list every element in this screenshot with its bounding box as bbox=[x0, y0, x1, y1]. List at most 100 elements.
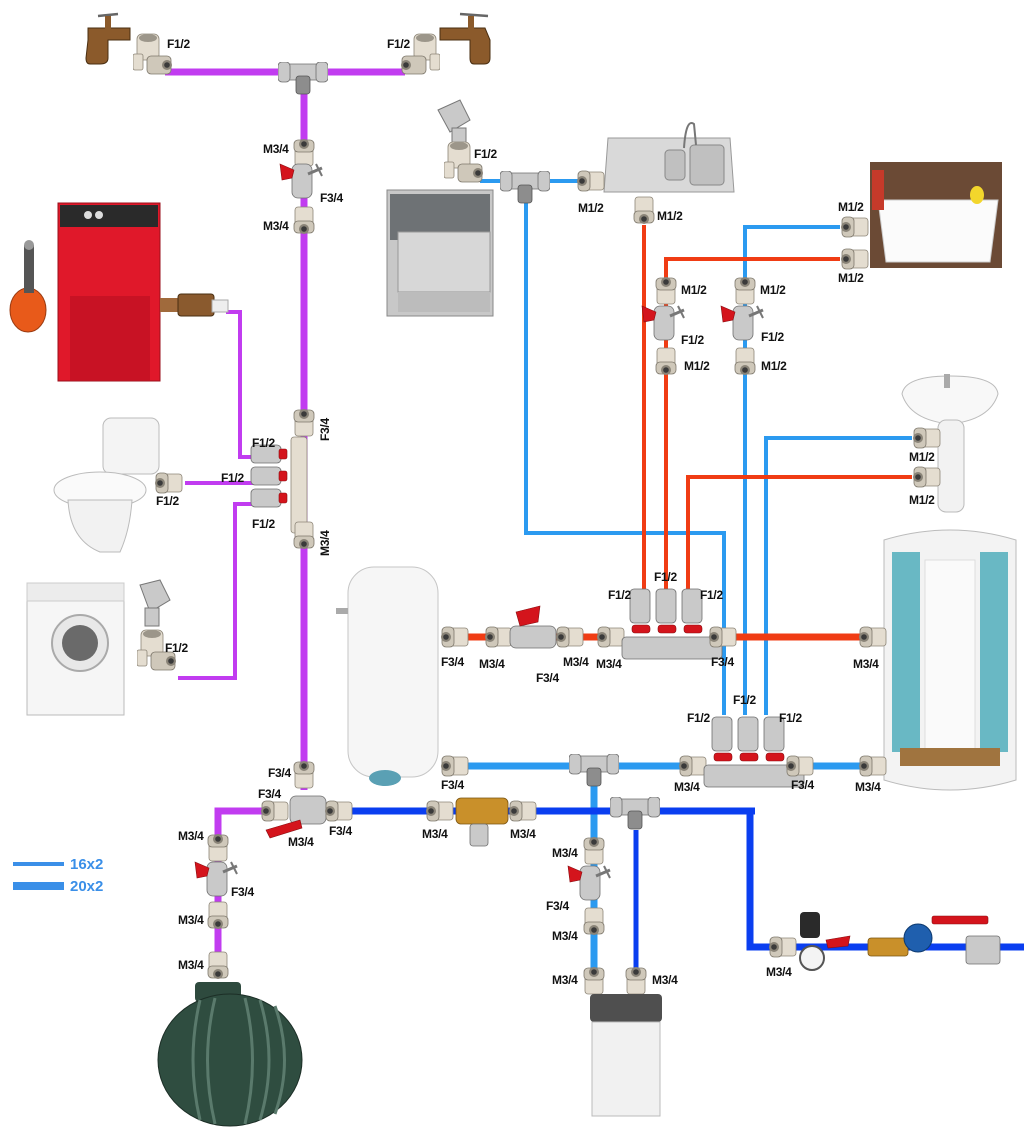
legend-label-thick: 20x2 bbox=[70, 878, 103, 895]
cold-man-out-fitting bbox=[785, 755, 814, 777]
three-way-valve[interactable] bbox=[265, 795, 327, 839]
label-valve-hot-bottom: M1/2 bbox=[684, 359, 710, 373]
label-manifold-out2: F1/2 bbox=[221, 471, 244, 485]
label-valve-cold-side: F1/2 bbox=[761, 330, 784, 344]
label-threeway-bottom: M3/4 bbox=[288, 835, 314, 849]
label-cold-man-out: F3/4 bbox=[791, 778, 814, 792]
label-tank-inlet: M3/4 bbox=[178, 958, 204, 972]
label-soft-valve-bottom: M3/4 bbox=[552, 929, 578, 943]
hot-ball-valve[interactable] bbox=[509, 605, 557, 649]
threeway-right-fitting bbox=[324, 800, 353, 822]
washing-machine-valve bbox=[139, 579, 171, 627]
legend-label-thin: 16x2 bbox=[70, 856, 103, 873]
hot-man-in-fitting bbox=[596, 626, 625, 648]
label-valve-cold-bottom: M1/2 bbox=[761, 359, 787, 373]
vessel-sink bbox=[870, 162, 1002, 268]
pipe-kitchen-cold bbox=[524, 195, 726, 715]
valve-cold-top-fitting bbox=[734, 276, 756, 305]
manifold-bottom-fitting bbox=[293, 521, 315, 550]
cold-man-in-fitting bbox=[678, 755, 707, 777]
vessel-hot-fitting bbox=[840, 248, 869, 270]
kitchen-sink bbox=[603, 122, 735, 193]
soft-in-right-fitting bbox=[625, 966, 647, 995]
label-soft-valve-top: M3/4 bbox=[552, 846, 578, 860]
label-cold-man-o2: F1/2 bbox=[733, 693, 756, 707]
label-vessel-top: M1/2 bbox=[838, 200, 864, 214]
label-soft-valve-side: F3/4 bbox=[546, 899, 569, 913]
water-softener bbox=[590, 994, 662, 1117]
fitting-labels: F1/2 F1/2 M3/4 F3/4 M3/4 F1/2 M1/2 M1/2 … bbox=[156, 37, 935, 987]
label-soft-in-left: M3/4 bbox=[552, 973, 578, 987]
shower-hot-fitting bbox=[858, 626, 887, 648]
softener-shutoff-valve[interactable] bbox=[566, 864, 612, 902]
main-valve-bottom-fitting bbox=[293, 206, 315, 235]
label-valve-hot-top: M1/2 bbox=[681, 283, 707, 297]
soft-valve-bottom-fitting bbox=[583, 907, 605, 936]
label-tap-left: F1/2 bbox=[167, 37, 190, 51]
garden-tap-right bbox=[439, 12, 491, 65]
label-soft-in-right: M3/4 bbox=[652, 973, 678, 987]
label-dw-elbow: F1/2 bbox=[474, 147, 497, 161]
soft-in-left-fitting bbox=[583, 966, 605, 995]
inlet-assembly bbox=[799, 912, 1001, 971]
pipe-washing-machine bbox=[178, 502, 253, 680]
label-inlet: M3/4 bbox=[766, 965, 792, 979]
prv-left-fitting bbox=[425, 800, 454, 822]
main-shutoff-valve[interactable] bbox=[278, 162, 324, 200]
label-main-valve-side: F3/4 bbox=[320, 191, 343, 205]
label-hot-man-o3: F1/2 bbox=[700, 588, 723, 602]
shutoff-valve-hot[interactable] bbox=[640, 304, 686, 342]
pipe-basin-cold bbox=[764, 436, 912, 715]
water-heater bbox=[336, 566, 439, 786]
cold-manifold[interactable] bbox=[703, 716, 805, 788]
tank-valve-top-fitting bbox=[207, 833, 229, 862]
label-shower-hot: M3/4 bbox=[853, 657, 879, 671]
toilet bbox=[53, 417, 160, 553]
shower-cabin bbox=[883, 529, 1017, 791]
label-wm-elbow: F1/2 bbox=[165, 641, 188, 655]
label-manifold-top: F3/4 bbox=[318, 418, 332, 441]
hot-valve-right-fitting bbox=[555, 626, 584, 648]
label-prv-right: M3/4 bbox=[510, 827, 536, 841]
label-sink-side: M1/2 bbox=[578, 201, 604, 215]
prv-right-fitting bbox=[508, 800, 537, 822]
label-hot-man-in: M3/4 bbox=[596, 657, 622, 671]
label-basin-cold: M1/2 bbox=[909, 450, 935, 464]
label-hot-valve-left: M3/4 bbox=[479, 657, 505, 671]
legend: 16x2 20x2 bbox=[13, 856, 103, 895]
shower-cold-fitting bbox=[858, 755, 887, 777]
inlet-fitting bbox=[768, 936, 797, 958]
label-heater-cold: F3/4 bbox=[441, 778, 464, 792]
garden-tap-left bbox=[85, 12, 131, 65]
valve-hot-top-fitting bbox=[655, 276, 677, 305]
pipes-purple bbox=[165, 68, 405, 955]
label-threeway-right: F3/4 bbox=[329, 824, 352, 838]
dishwasher-valve bbox=[437, 99, 471, 145]
heater-hot-fitting bbox=[440, 626, 469, 648]
label-threeway-left: F3/4 bbox=[258, 787, 281, 801]
label-valve-hot-side: F1/2 bbox=[681, 333, 704, 347]
valve-hot-bottom-fitting bbox=[655, 347, 677, 376]
label-hot-man-out: F3/4 bbox=[711, 655, 734, 669]
underground-tank bbox=[157, 982, 303, 1127]
pipe-vessel-cold bbox=[743, 225, 840, 715]
hot-valve-left-fitting bbox=[484, 626, 513, 648]
pipe-basin-hot bbox=[686, 475, 912, 590]
shutoff-valve-cold[interactable] bbox=[719, 304, 765, 342]
toilet-fitting bbox=[154, 472, 183, 494]
pedestal-basin bbox=[901, 374, 999, 513]
pressure-filter[interactable] bbox=[455, 797, 509, 847]
washing-machine bbox=[26, 582, 125, 716]
dishwasher bbox=[386, 189, 494, 317]
hot-man-out-fitting bbox=[708, 626, 737, 648]
main-tee bbox=[610, 797, 660, 830]
tank-valve-bottom-fitting bbox=[207, 901, 229, 930]
label-prv-left: M3/4 bbox=[422, 827, 448, 841]
tank-inlet-fitting bbox=[207, 951, 229, 980]
threeway-left-fitting bbox=[260, 800, 289, 822]
label-toilet: F1/2 bbox=[156, 494, 179, 508]
sink-cold-fitting bbox=[576, 170, 605, 192]
vessel-cold-fitting bbox=[840, 216, 869, 238]
basin-cold-fitting bbox=[912, 427, 941, 449]
